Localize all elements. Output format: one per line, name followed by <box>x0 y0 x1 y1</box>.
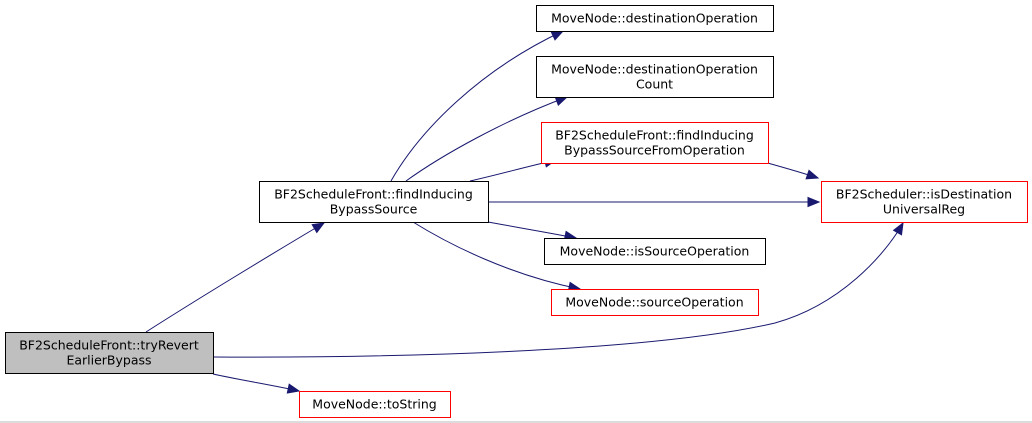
node-label-line: Count <box>636 77 673 92</box>
edge-line <box>405 96 568 182</box>
node-label-line: BF2ScheduleFront::tryRevert <box>19 338 199 353</box>
node-isSrcOp[interactable]: MoveNode::isSourceOperation <box>544 238 766 265</box>
edge-tryRevert-to-toString <box>212 373 301 394</box>
edge-arrowhead <box>807 196 821 208</box>
node-box <box>536 5 774 32</box>
node-box <box>541 122 769 164</box>
node-label-line: MoveNode::destinationOperation <box>551 62 758 77</box>
node-label-line: EarlierBypass <box>66 353 151 368</box>
node-label-line: BypassSourceFromOperation <box>564 143 745 158</box>
node-box <box>5 332 214 374</box>
edge-tryRevert-to-isDestUR <box>212 221 904 358</box>
edge-arrowhead <box>805 169 820 180</box>
node-label-line: MoveNode::isSourceOperation <box>560 244 750 259</box>
node-label-line: MoveNode::sourceOperation <box>565 295 743 310</box>
node-label-line: BypassSource <box>330 202 418 217</box>
edge-findBypass-to-isSrcOp <box>487 221 578 241</box>
node-label-line: MoveNode::toString <box>312 397 436 412</box>
node-srcOp[interactable]: MoveNode::sourceOperation <box>551 289 759 316</box>
node-box <box>544 238 766 265</box>
edge-arrowhead <box>311 222 326 234</box>
edge-tryRevert-to-findBypass <box>145 222 326 333</box>
node-findFromOp[interactable]: BF2ScheduleFront::findInducingBypassSour… <box>541 122 769 164</box>
edge-arrowhead <box>286 383 301 394</box>
node-findBypass[interactable]: BF2ScheduleFront::findInducingBypassSour… <box>259 181 489 223</box>
edge-findBypass-to-isDestUR <box>488 196 821 208</box>
edge-arrowhead <box>550 30 565 41</box>
node-toString[interactable]: MoveNode::toString <box>299 391 451 418</box>
node-label-line: MoveNode::destinationOperation <box>551 11 758 26</box>
node-destOp[interactable]: MoveNode::destinationOperation <box>536 5 774 32</box>
nodes-layer: BF2ScheduleFront::tryRevertEarlierBypass… <box>5 5 1028 418</box>
bottom-divider <box>0 421 1032 423</box>
edge-line <box>212 373 300 392</box>
edge-line <box>212 222 904 358</box>
node-box <box>299 391 451 418</box>
edge-findFromOp-to-isDestUR <box>763 161 820 180</box>
node-box <box>551 289 759 316</box>
edge-findBypass-to-destOp <box>390 30 565 182</box>
node-label-line: BF2Scheduler::isDestination <box>836 187 1012 202</box>
edge-line <box>390 30 564 182</box>
node-box <box>536 56 774 98</box>
node-label-line: UniversalReg <box>883 202 965 217</box>
edge-line <box>487 221 577 239</box>
node-label-line: BF2ScheduleFront::findInducing <box>555 128 754 143</box>
node-label-line: BF2ScheduleFront::findInducing <box>274 187 473 202</box>
node-box <box>259 181 489 223</box>
edge-line <box>412 221 581 290</box>
edge-arrowhead <box>892 221 904 236</box>
edge-line <box>145 222 325 333</box>
node-box <box>821 181 1028 223</box>
